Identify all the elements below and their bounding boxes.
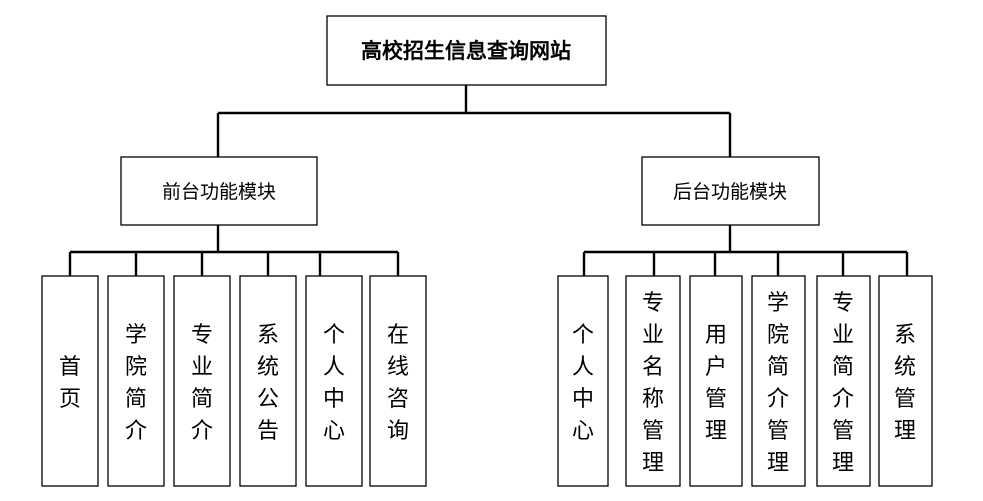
module-node-frontend: 前台功能模块 (120, 156, 318, 226)
leaf-box (305, 275, 363, 487)
leaf-label: 学院简介管理 (767, 291, 789, 476)
leaf-labels: 首页 学院简介 专业简介 系统公告 个人中心 在线咨询 个人中心 专业名称管理 用户管理 学院简介… (59, 291, 916, 476)
module-label-frontend: 前台功能模块 (162, 181, 276, 203)
leaf-label: 专业简介管理 (832, 291, 854, 476)
leaf-label: 首页 (59, 355, 81, 412)
leaf-box (173, 275, 231, 487)
leaf-box (239, 275, 297, 487)
connector-lines (68, 85, 909, 276)
leaf-label: 用户管理 (705, 323, 727, 444)
leaf-label: 专业简介 (191, 323, 213, 444)
leaf-box (625, 275, 681, 487)
leaf-box (557, 275, 609, 487)
leaf-box (751, 275, 806, 487)
leaf-nodes (41, 275, 933, 487)
leaf-label: 系统公告 (257, 323, 279, 444)
leaf-label: 专业名称管理 (642, 291, 664, 476)
leaf-box (816, 275, 871, 487)
leaf-box (689, 275, 743, 487)
leaf-box (107, 275, 165, 487)
module-label-backend: 后台功能模块 (673, 181, 787, 203)
leaf-label: 系统管理 (894, 323, 916, 444)
leaf-label: 个人中心 (323, 323, 345, 444)
leaf-label: 个人中心 (572, 323, 594, 444)
leaf-box (878, 275, 933, 487)
leaf-box (41, 275, 99, 487)
root-label: 高校招生信息查询网站 (361, 39, 571, 63)
leaf-label: 学院简介 (125, 323, 147, 444)
leaf-label: 在线咨询 (387, 323, 409, 444)
leaf-box (369, 275, 427, 487)
module-node-backend: 后台功能模块 (641, 156, 820, 226)
root-node: 高校招生信息查询网站 (326, 15, 607, 86)
